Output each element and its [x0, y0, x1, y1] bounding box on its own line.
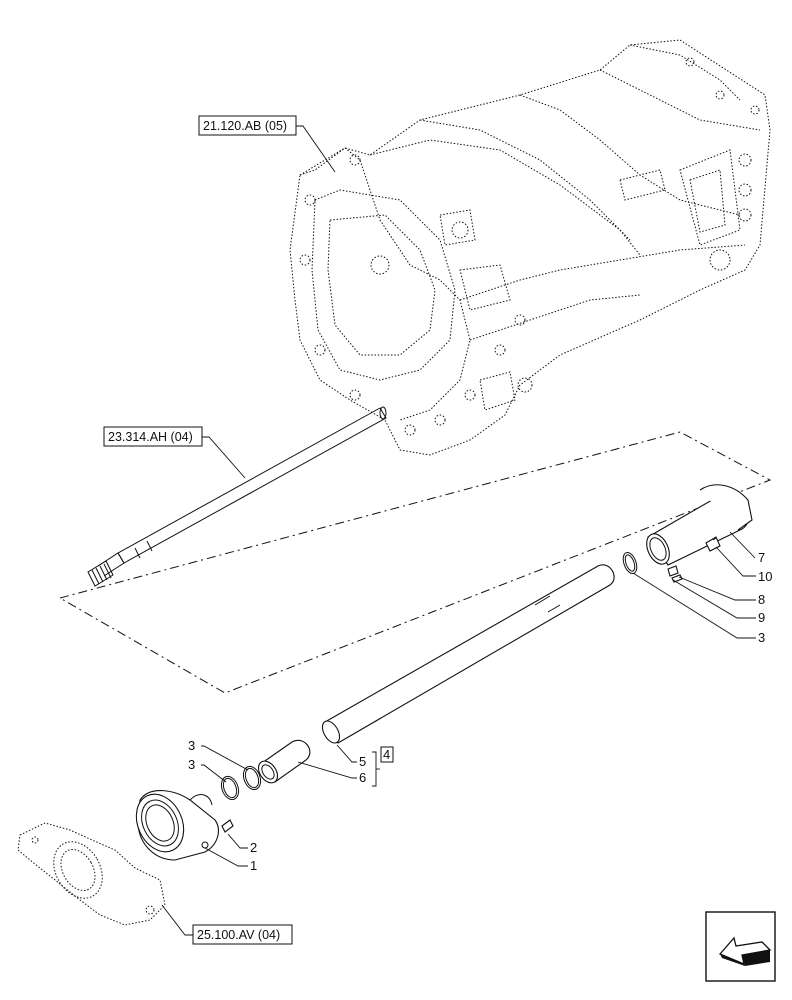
o-rings-lower [220, 765, 262, 801]
tube-part-5 [321, 564, 615, 744]
callout-6: 6 [359, 770, 366, 785]
callout-3-a: 3 [188, 738, 195, 753]
callout-9: 9 [758, 610, 765, 625]
input-shaft [87, 406, 387, 587]
callout-10: 10 [758, 569, 772, 584]
callout-4-box [380, 746, 394, 763]
flange-housing-part-1 [135, 790, 234, 861]
callout-8: 8 [758, 592, 765, 607]
arrow-icon[interactable] [705, 911, 776, 982]
bushing-part-7 [646, 484, 753, 566]
gearbox-housing [289, 39, 771, 456]
callout-3-upper: 3 [758, 630, 765, 645]
callout-leaders [201, 531, 756, 867]
ref-shaft-label: 23.314.AH (04) [108, 430, 193, 444]
callout-5: 5 [359, 754, 366, 769]
callout-4: 4 [383, 747, 390, 762]
ref-axle-housing[interactable]: 25.100.AV (04) [161, 904, 293, 945]
ref-axle-housing-label: 25.100.AV (04) [197, 928, 280, 942]
o-ring-upper [622, 551, 638, 575]
callout-7: 7 [758, 550, 765, 565]
callout-2: 2 [250, 840, 257, 855]
axle-housing [17, 822, 166, 926]
ref-shaft[interactable]: 23.314.AH (04) [103, 426, 246, 479]
callout-3-b: 3 [188, 757, 195, 772]
pin-part-8-9 [667, 565, 683, 583]
ref-gearbox[interactable]: 21.120.AB (05) [198, 115, 336, 173]
assembly-boundary [58, 431, 772, 694]
callout-1: 1 [250, 858, 257, 873]
ref-gearbox-label: 21.120.AB (05) [203, 119, 287, 133]
sleeve-part-6 [257, 739, 311, 784]
